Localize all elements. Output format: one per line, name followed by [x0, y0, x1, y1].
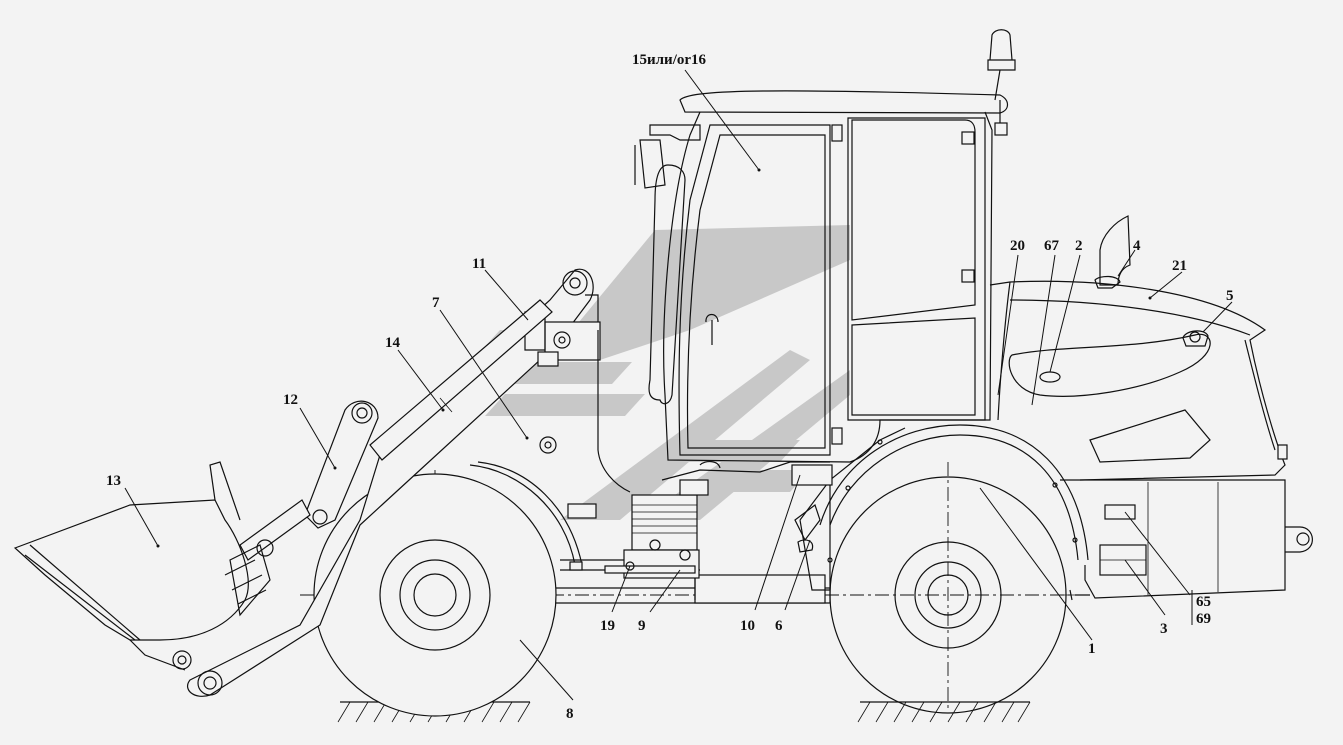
callout-20: 20 — [1010, 238, 1025, 254]
cab — [634, 29, 1016, 463]
callout-69: 69 — [1196, 611, 1211, 627]
callout-15-16: 15или/or16 — [632, 52, 707, 68]
callout-2: 2 — [1075, 238, 1083, 254]
front-wheel — [313, 473, 557, 717]
counterweight — [1060, 479, 1313, 601]
callout-3: 3 — [1160, 621, 1168, 637]
callout-labels: 15или/or16 20 67 2 4 21 5 11 7 14 12 13 … — [106, 52, 1234, 722]
front-fender — [469, 461, 583, 571]
callout-10: 10 — [740, 618, 755, 634]
callout-4: 4 — [1133, 238, 1141, 254]
callout-5: 5 — [1226, 288, 1234, 304]
leader-lines — [124, 69, 1233, 701]
callout-21: 21 — [1172, 258, 1187, 274]
callout-7: 7 — [432, 295, 440, 311]
callout-13: 13 — [106, 473, 121, 489]
filler-cap — [1039, 330, 1209, 383]
engine-hood — [989, 280, 1288, 481]
callout-9: 9 — [638, 618, 646, 634]
callout-6: 6 — [775, 618, 783, 634]
callout-11: 11 — [472, 256, 486, 272]
callout-8: 8 — [566, 706, 574, 722]
callout-14: 14 — [385, 335, 401, 351]
rear-fender — [799, 424, 1089, 591]
ground-hatching-rear — [857, 701, 1031, 723]
bell-crank — [239, 400, 379, 561]
drivetrain — [567, 461, 833, 579]
lift-cylinder — [369, 299, 553, 461]
callout-67: 67 — [1044, 238, 1060, 254]
callout-65: 65 — [1196, 594, 1211, 610]
exhaust-pipe — [1094, 215, 1131, 289]
callout-12: 12 — [283, 392, 298, 408]
callout-19: 19 — [600, 618, 615, 634]
callout-1: 1 — [1088, 641, 1096, 657]
bucket — [13, 461, 271, 671]
loader-boom — [187, 268, 631, 697]
rear-wheel — [829, 476, 1067, 714]
